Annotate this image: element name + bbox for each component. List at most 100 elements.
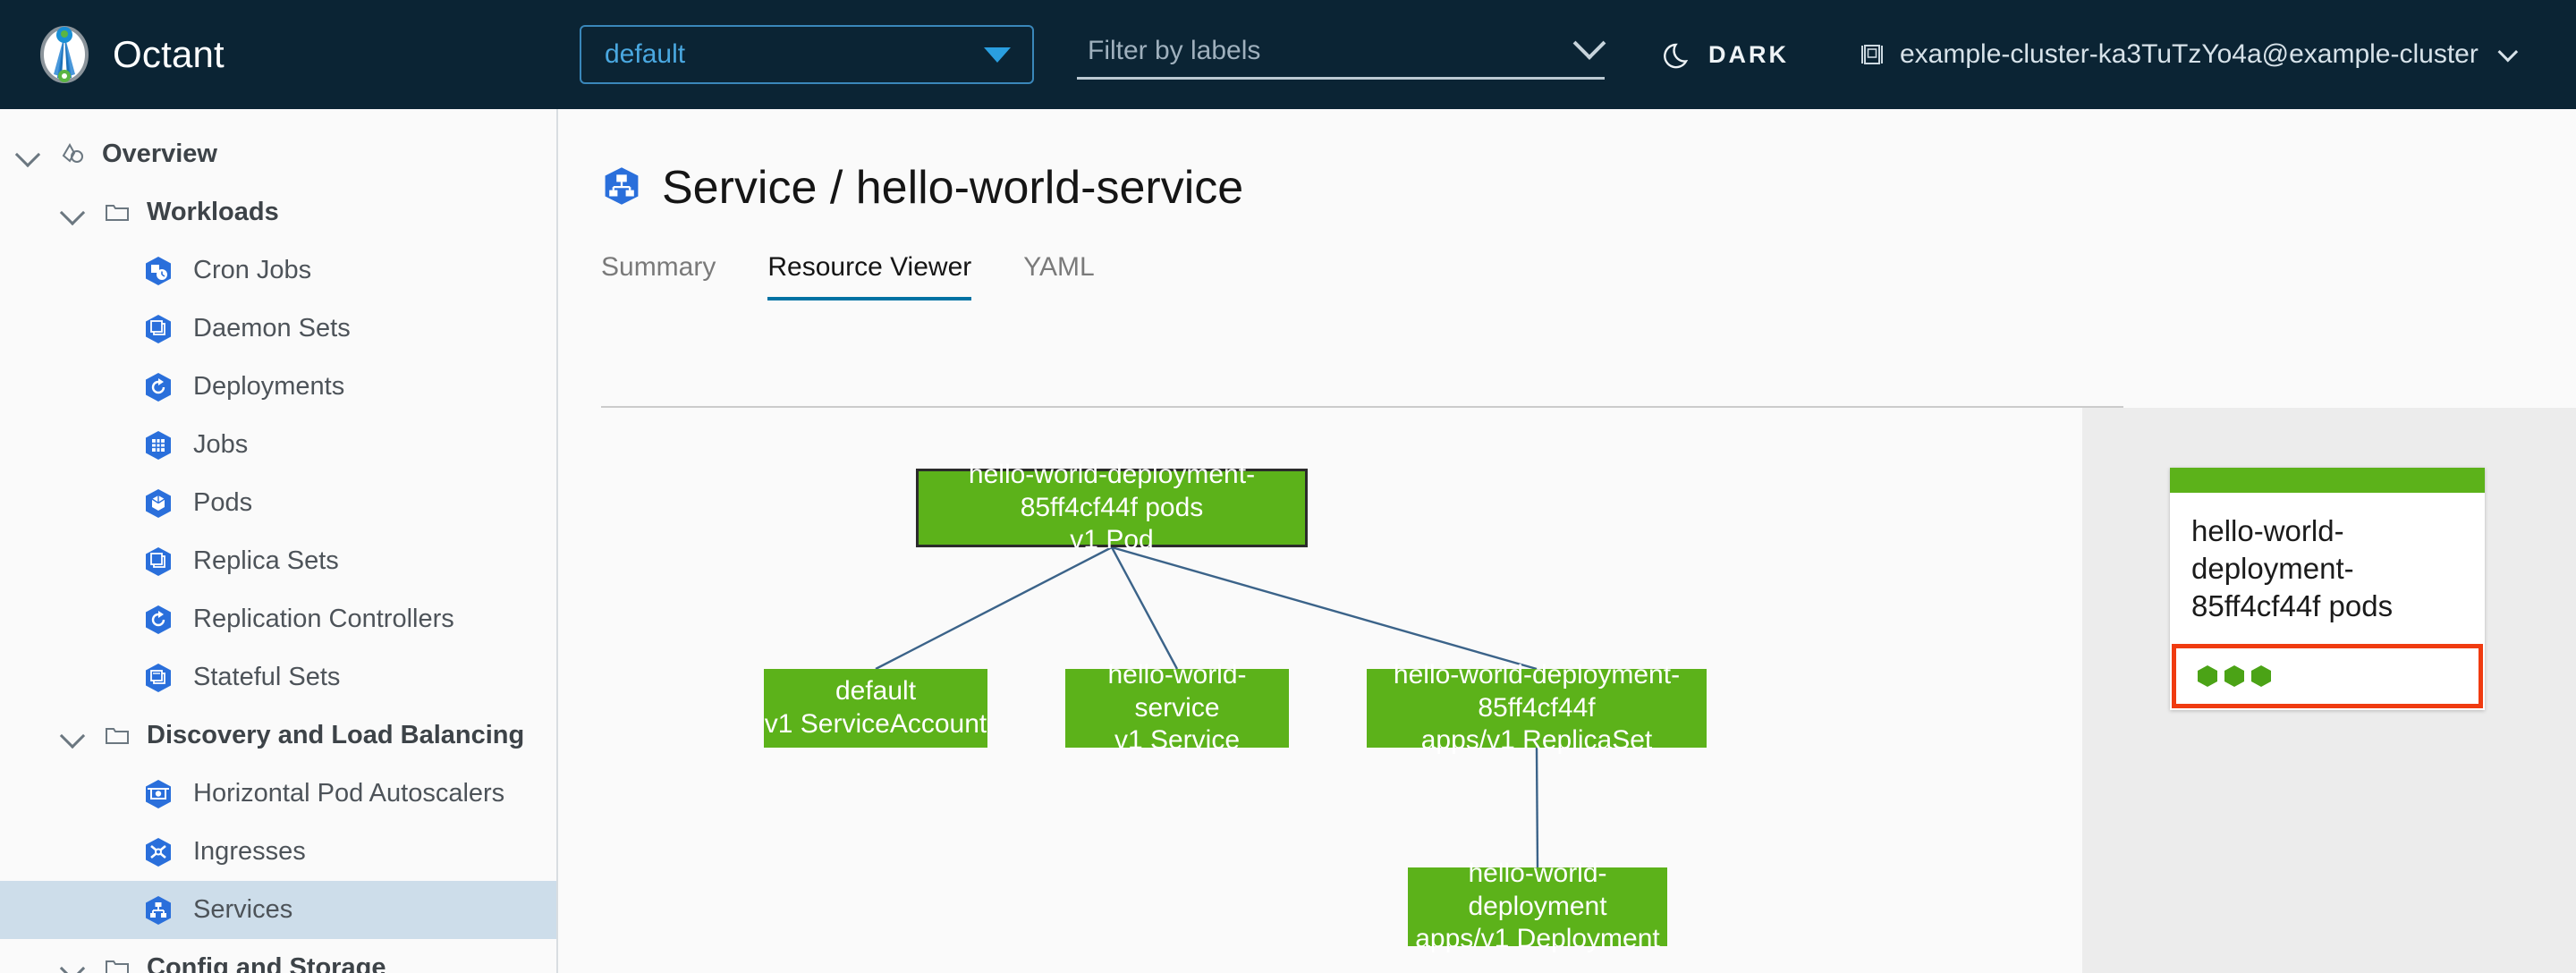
graph-node-name: hello-world-deployment	[1468, 859, 1607, 921]
detail-card[interactable]: hello-world-deployment-85ff4cf44f pods	[2170, 468, 2485, 710]
sidebar-item-label: Horizontal Pod Autoscalers	[193, 779, 505, 808]
pod-status-indicator[interactable]	[2250, 664, 2273, 688]
sidebar-item-label: Deployments	[193, 372, 345, 401]
namespace-select[interactable]: default	[580, 25, 1034, 84]
brand-title: Octant	[113, 33, 225, 75]
brand[interactable]: Octant	[36, 26, 555, 83]
k8s-job-icon	[143, 430, 174, 461]
graph-node-kind: v1 Service	[1114, 725, 1241, 756]
chevron-down-icon[interactable]	[61, 723, 88, 749]
sidebar-item-workloads[interactable]: Workloads	[0, 183, 556, 241]
sidebar-item-pods[interactable]: Pods	[0, 474, 556, 532]
pod-status-indicator[interactable]	[2223, 664, 2246, 688]
sidebar-item-label: Daemon Sets	[193, 314, 351, 343]
k8s-pod-icon	[143, 488, 174, 519]
k8s-service-icon	[601, 165, 642, 211]
k8s-cronjob-icon	[143, 256, 174, 286]
graph-node-name: hello-world-service	[1107, 660, 1247, 723]
moon-icon	[1664, 39, 1694, 70]
sidebar-item-label: Replica Sets	[193, 546, 339, 575]
sidebar-item-discovery-and-load-balancing[interactable]: Discovery and Load Balancing	[0, 706, 556, 765]
sidebar-item-replica-sets[interactable]: Replica Sets	[0, 532, 556, 590]
tab-summary[interactable]: Summary	[601, 252, 716, 282]
sidebar-item-label: Cron Jobs	[193, 256, 312, 284]
sidebar-item-ingresses[interactable]: Ingresses	[0, 823, 556, 881]
cluster-icon	[1859, 41, 1885, 68]
chevron-down-icon	[1572, 26, 1606, 60]
chevron-down-icon[interactable]	[61, 199, 88, 226]
tab-resource-viewer[interactable]: Resource Viewer	[767, 252, 972, 300]
sidebar-item-daemon-sets[interactable]: Daemon Sets	[0, 300, 556, 358]
tabs-divider	[601, 406, 2123, 408]
sidebar-item-cron-jobs[interactable]: Cron Jobs	[0, 241, 556, 300]
folder-icon	[104, 723, 131, 749]
sidebar-item-overview[interactable]: Overview	[0, 125, 556, 183]
page-title: Service / hello-world-service	[662, 162, 1244, 214]
page-title-row: Service / hello-world-service	[601, 161, 2576, 215]
graph-node-kind: v1 Pod	[1070, 525, 1154, 555]
sidebar-item-horizontal-pod-autoscalers[interactable]: Horizontal Pod Autoscalers	[0, 765, 556, 823]
detail-card-accent-bar	[2170, 468, 2485, 493]
graph-edge-pod-to-service	[1110, 546, 1179, 670]
cluster-select[interactable]: example-cluster-ka3TuTzYo4a@example-clus…	[1859, 39, 2518, 70]
sidebar-item-stateful-sets[interactable]: Stateful Sets	[0, 648, 556, 706]
theme-toggle[interactable]: DARK	[1664, 39, 1789, 70]
sidebar-item-label: Discovery and Load Balancing	[147, 721, 525, 749]
chevron-down-icon[interactable]	[61, 955, 88, 973]
detail-card-title: hello-world-deployment-85ff4cf44f pods	[2191, 514, 2394, 623]
cluster-name: example-cluster-ka3TuTzYo4a@example-clus…	[1900, 39, 2479, 69]
theme-toggle-label: DARK	[1708, 40, 1789, 68]
graph-node-kind: apps/v1 ReplicaSet	[1420, 725, 1653, 756]
main-content: Service / hello-world-service Summary Res…	[560, 109, 2576, 973]
graph-node-kind: apps/v1 Deployment	[1415, 924, 1660, 954]
label-filter-input[interactable]: Filter by labels	[1077, 26, 1606, 80]
graph-edge-pod-to-replicaset	[1111, 546, 1538, 671]
k8s-ingress-icon	[143, 837, 174, 867]
sidebar-item-label: Stateful Sets	[193, 663, 341, 691]
chevron-down-icon	[2497, 41, 2518, 63]
k8s-service-icon	[143, 895, 174, 926]
graph-node-name: hello-world-deployment-85ff4cf44f	[1393, 660, 1681, 723]
octant-logo-icon	[36, 26, 93, 83]
tab-yaml[interactable]: YAML	[1023, 252, 1095, 282]
tab-bar: Summary Resource Viewer YAML	[601, 252, 2576, 300]
overview-icon	[59, 141, 86, 168]
k8s-replicationcontroller-icon	[143, 605, 174, 635]
detail-panel: hello-world-deployment-85ff4cf44f pods	[2082, 408, 2576, 973]
sidebar-item-label: Config and Storage	[147, 953, 386, 973]
sidebar-item-config-and-storage[interactable]: Config and Storage	[0, 939, 556, 973]
label-filter-placeholder: Filter by labels	[1088, 35, 1261, 65]
graph-node-kind: v1 ServiceAccount	[764, 709, 987, 739]
folder-icon	[104, 199, 131, 226]
folder-icon	[104, 955, 131, 973]
sidebar-item-jobs[interactable]: Jobs	[0, 416, 556, 474]
sidebar-item-replication-controllers[interactable]: Replication Controllers	[0, 590, 556, 648]
chevron-down-icon[interactable]	[16, 141, 43, 168]
sidebar-item-deployments[interactable]: Deployments	[0, 358, 556, 416]
graph-node-name: default	[835, 676, 917, 706]
pod-status-indicator[interactable]	[2196, 664, 2219, 688]
sidebar-item-label: Replication Controllers	[193, 605, 454, 633]
sidebar-item-services[interactable]: Services	[0, 881, 556, 939]
caret-down-icon	[984, 47, 1011, 63]
namespace-value: default	[605, 39, 686, 69]
top-header: Octant default Filter by labels DARK	[0, 0, 2576, 109]
sidebar-item-label: Jobs	[193, 430, 249, 459]
sidebar-item-label: Services	[193, 895, 293, 924]
graph-edges	[875, 546, 1539, 868]
sidebar-item-label: Workloads	[147, 198, 279, 226]
sidebar-item-label: Overview	[102, 140, 217, 168]
k8s-replicaset-icon	[143, 546, 174, 577]
pod-status-group[interactable]	[2172, 643, 2483, 708]
k8s-hpa-icon	[143, 779, 174, 809]
sidebar-item-label: Pods	[193, 488, 253, 517]
k8s-deployment-icon	[143, 372, 174, 402]
